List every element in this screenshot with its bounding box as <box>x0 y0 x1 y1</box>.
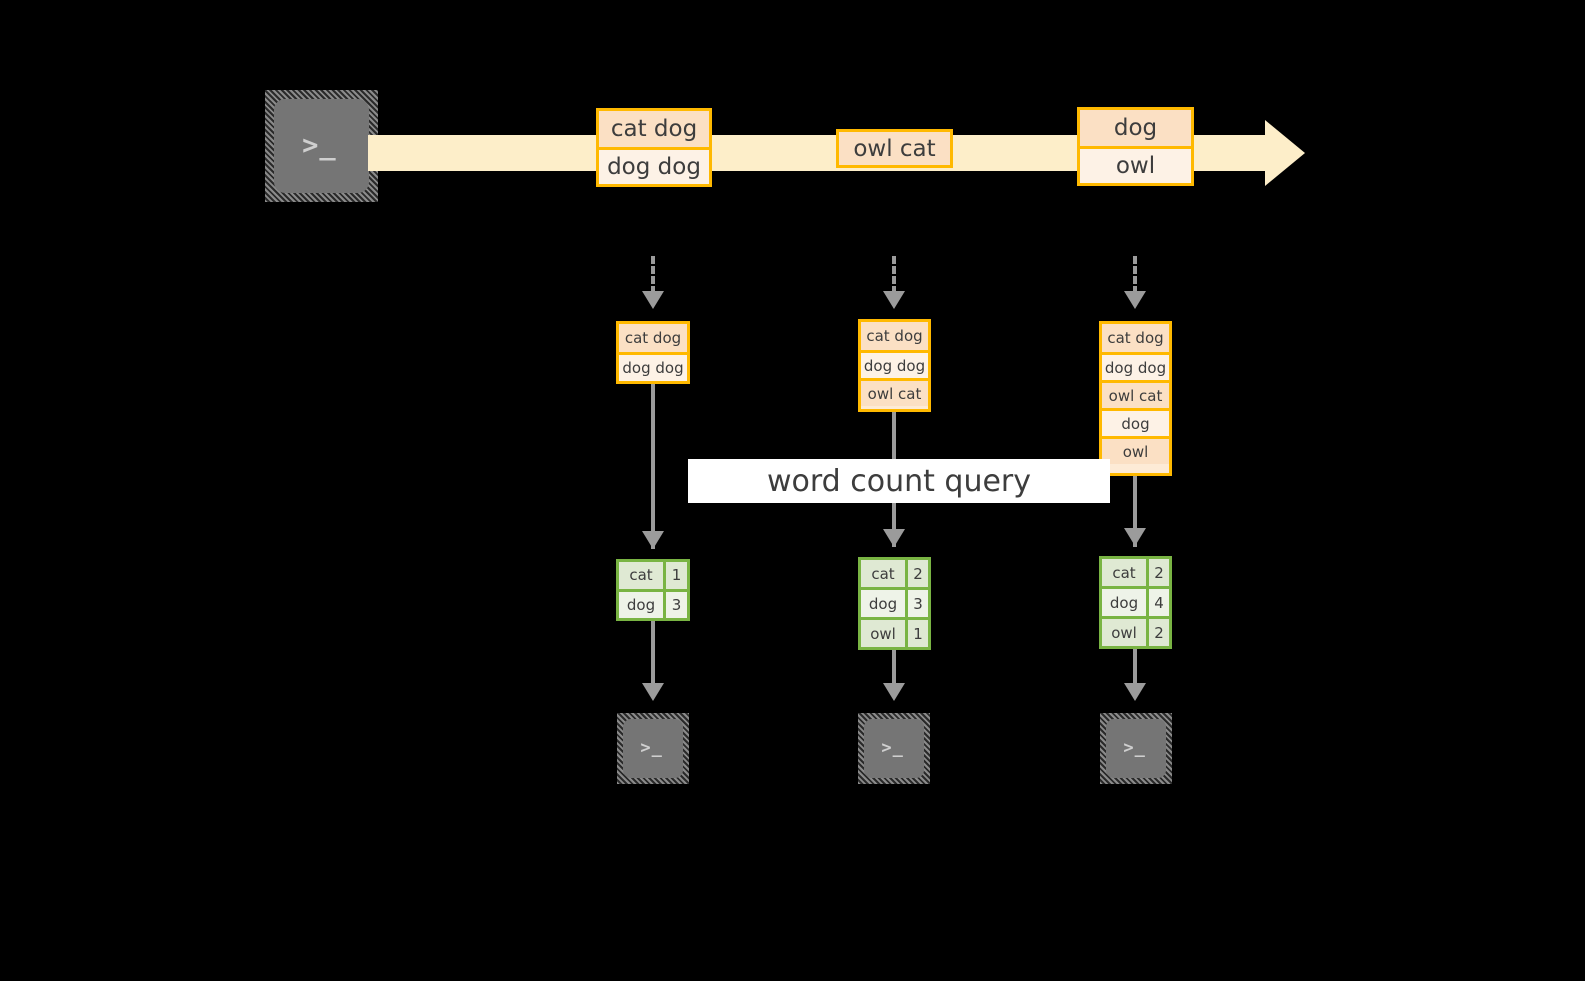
snapshot-2-sink-terminal-icon: >_ <box>858 713 930 784</box>
terminal-prompt-glyph: >_ <box>1123 737 1146 758</box>
snapshot-3-input-table: cat dog dog dog owl cat dog owl <box>1099 321 1172 476</box>
stream-record-line: owl <box>1080 146 1191 183</box>
snapshot-input-line: dog dog <box>619 352 687 381</box>
terminal-body: >_ <box>623 719 683 778</box>
terminal-body: >_ <box>864 719 924 778</box>
stream-record-line: dog dog <box>599 147 709 184</box>
result-count: 1 <box>663 562 687 589</box>
stream-source-terminal-icon: >_ <box>265 90 378 202</box>
snapshot-1-query-arrowhead <box>642 531 664 549</box>
snapshot-3-dashed-arrowhead <box>1124 291 1146 309</box>
result-word: owl <box>1102 619 1146 646</box>
snapshot-input-line: owl cat <box>861 378 928 406</box>
result-count: 3 <box>663 591 687 618</box>
query-label-band: word count query <box>688 459 1110 503</box>
stream-record-group-3: dog owl <box>1077 107 1194 186</box>
result-count: 2 <box>1146 619 1169 646</box>
snapshot-1-sink-arrowhead <box>642 683 664 701</box>
snapshot-1-result-table: cat 1 dog 3 <box>616 559 690 621</box>
result-word: owl <box>861 620 905 647</box>
snapshot-3-sink-terminal-icon: >_ <box>1100 713 1172 784</box>
terminal-body: >_ <box>1106 719 1166 778</box>
result-count: 4 <box>1146 589 1169 616</box>
terminal-prompt-glyph: >_ <box>302 129 337 161</box>
result-count: 2 <box>905 560 928 587</box>
result-row: cat 2 <box>861 560 928 587</box>
result-word: dog <box>861 590 905 617</box>
snapshot-input-line: dog <box>1102 408 1169 436</box>
snapshot-2-sink-connector <box>892 650 896 684</box>
snapshot-input-line: cat dog <box>1102 324 1169 352</box>
result-row: dog 3 <box>861 587 928 617</box>
snapshot-1-sink-connector <box>651 621 655 684</box>
snapshot-1-sink-terminal-icon: >_ <box>617 713 689 784</box>
snapshot-2-sink-arrowhead <box>883 683 905 701</box>
result-count: 2 <box>1146 559 1169 586</box>
stream-record-line: cat dog <box>599 111 709 147</box>
snapshot-3-dashed-connector <box>1133 256 1137 294</box>
terminal-prompt-glyph: >_ <box>881 737 904 758</box>
result-count: 3 <box>905 590 928 617</box>
result-word: cat <box>1102 559 1146 586</box>
snapshot-1-input-table: cat dog dog dog <box>616 321 690 384</box>
snapshot-3-sink-connector <box>1133 649 1137 684</box>
snapshot-input-line: dog dog <box>1102 352 1169 380</box>
query-label-text: word count query <box>766 463 1032 499</box>
result-word: cat <box>619 562 663 589</box>
result-row: cat 1 <box>619 562 687 589</box>
snapshot-input-line: owl <box>1102 436 1169 464</box>
snapshot-input-line: cat dog <box>619 324 687 352</box>
result-word: cat <box>861 560 905 587</box>
snapshot-input-line: cat dog <box>861 322 928 350</box>
snapshot-3-query-connector <box>1133 476 1137 547</box>
snapshot-2-query-arrowhead <box>883 529 905 547</box>
terminal-prompt-glyph: >_ <box>640 737 663 758</box>
result-row: dog 4 <box>1102 586 1169 616</box>
result-row: owl 2 <box>1102 616 1169 646</box>
snapshot-3-result-table: cat 2 dog 4 owl 2 <box>1099 556 1172 649</box>
snapshot-3-sink-arrowhead <box>1124 683 1146 701</box>
snapshot-1-query-connector <box>651 384 655 549</box>
snapshot-1-dashed-arrowhead <box>642 291 664 309</box>
snapshot-3-query-arrowhead <box>1124 528 1146 546</box>
terminal-body: >_ <box>274 99 369 193</box>
result-row: dog 3 <box>619 588 687 618</box>
result-word: dog <box>619 591 663 618</box>
stream-record-group-1: cat dog dog dog <box>596 108 712 187</box>
snapshot-2-input-table: cat dog dog dog owl cat <box>858 319 931 412</box>
snapshot-2-result-table: cat 2 dog 3 owl 1 <box>858 557 931 650</box>
snapshot-input-line: dog dog <box>861 350 928 378</box>
stream-record-line: owl cat <box>839 132 950 165</box>
snapshot-2-dashed-arrowhead <box>883 291 905 309</box>
result-row: cat 2 <box>1102 559 1169 586</box>
stream-record-line: dog <box>1080 110 1191 146</box>
snapshot-input-line: owl cat <box>1102 380 1169 408</box>
result-count: 1 <box>905 620 928 647</box>
snapshot-2-dashed-connector <box>892 256 896 294</box>
result-row: owl 1 <box>861 617 928 647</box>
snapshot-1-dashed-connector <box>651 256 655 294</box>
result-word: dog <box>1102 589 1146 616</box>
stream-record-group-2: owl cat <box>836 129 953 168</box>
stream-arrow-head <box>1265 120 1305 186</box>
